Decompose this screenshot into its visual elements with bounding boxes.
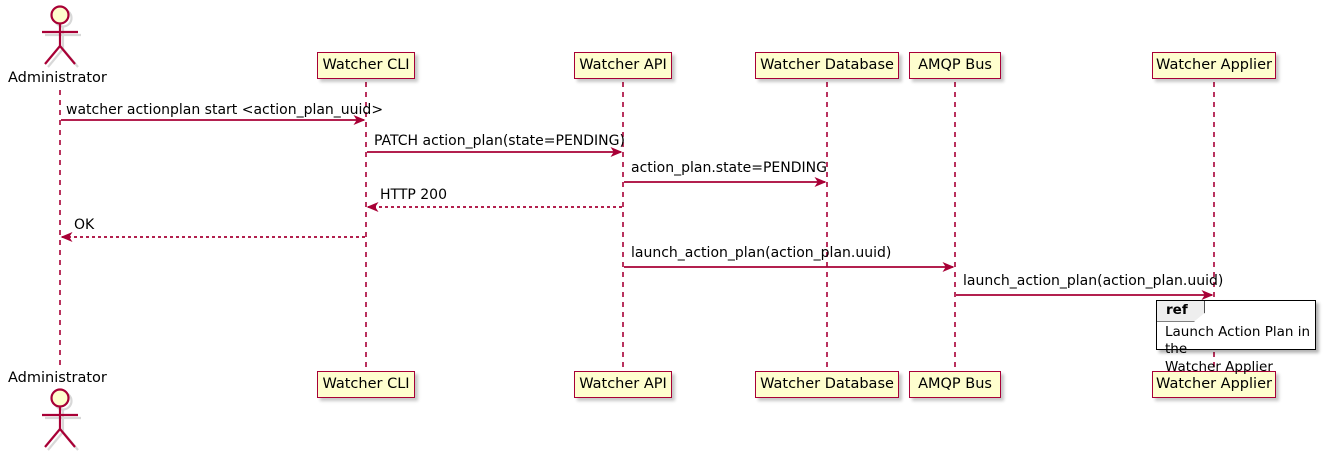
actor-label-administrator-bottom: Administrator [8, 370, 107, 386]
participant-label-watcher-applier-bottom: Watcher Applier [1156, 376, 1272, 393]
participant-label-amqp-bus-top: AMQP Bus [918, 57, 992, 74]
message-label-3: action_plan.state=PENDING [631, 160, 827, 176]
actor-administrator-top [42, 5, 81, 68]
participant-label-watcher-api-bottom: Watcher API [579, 376, 667, 393]
actor-administrator-bottom [42, 388, 81, 451]
participant-box-watcher-cli-top[interactable]: Watcher CLI [317, 52, 415, 79]
lifelines-group [59, 82, 1215, 370]
participant-label-watcher-database-top: Watcher Database [760, 57, 894, 74]
participant-box-watcher-applier-bottom[interactable]: Watcher Applier [1152, 371, 1276, 398]
participant-box-watcher-applier-top[interactable]: Watcher Applier [1152, 52, 1276, 79]
message-label-1: watcher actionplan start <action_plan_uu… [66, 102, 384, 118]
ref-fragment-operator-label: ref [1166, 302, 1188, 318]
participant-box-amqp-bus-top[interactable]: AMQP Bus [909, 52, 1001, 79]
participant-label-amqp-bus-bottom: AMQP Bus [918, 376, 992, 393]
participant-box-watcher-cli-bottom[interactable]: Watcher CLI [317, 371, 415, 398]
participant-label-watcher-api-top: Watcher API [579, 57, 667, 74]
participant-label-watcher-cli-top: Watcher CLI [322, 57, 410, 74]
participant-box-watcher-api-bottom[interactable]: Watcher API [574, 371, 672, 398]
message-label-2: PATCH action_plan(state=PENDING) [374, 133, 625, 149]
ref-fragment-operator-tab: ref [1157, 301, 1205, 322]
message-label-7: launch_action_plan(action_plan.uuid) [963, 273, 1224, 289]
actor-label-administrator-top: Administrator [8, 70, 107, 86]
participant-box-watcher-database-top[interactable]: Watcher Database [755, 52, 899, 79]
participant-box-watcher-api-top[interactable]: Watcher API [574, 52, 672, 79]
participant-box-watcher-database-bottom[interactable]: Watcher Database [755, 371, 899, 398]
ref-fragment-body-text: Launch Action Plan in the Watcher Applie… [1165, 324, 1311, 375]
participant-box-amqp-bus-bottom[interactable]: AMQP Bus [909, 371, 1001, 398]
message-label-5: OK [74, 217, 95, 233]
message-label-4: HTTP 200 [380, 187, 447, 203]
participant-label-watcher-cli-bottom: Watcher CLI [322, 376, 410, 393]
ref-fragment-launch-action-plan[interactable]: ref Launch Action Plan in the Watcher Ap… [1156, 300, 1316, 375]
message-label-6: launch_action_plan(action_plan.uuid) [631, 245, 892, 261]
participant-label-watcher-applier-top: Watcher Applier [1156, 57, 1272, 74]
participant-label-watcher-database-bottom: Watcher Database [760, 376, 894, 393]
